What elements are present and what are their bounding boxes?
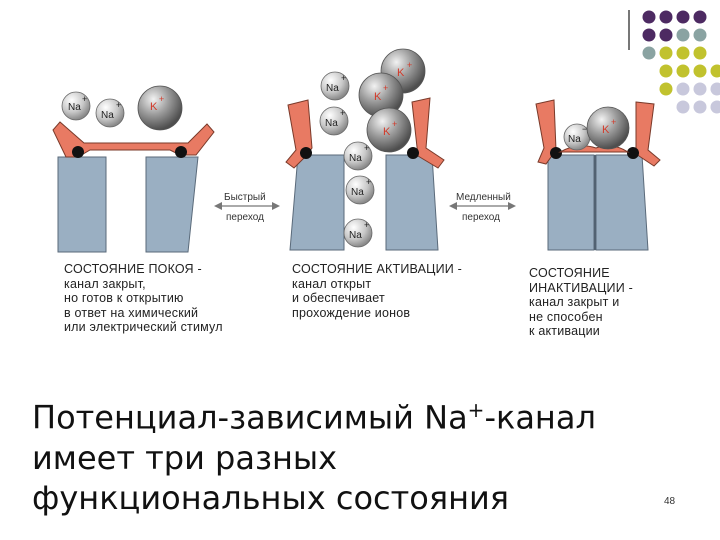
ion-label: Na [351, 187, 364, 198]
ion-label: K [150, 101, 158, 113]
slide-title: Потенциал-зависимый Na+-канал имеет три … [32, 390, 596, 518]
caption-line: СОСТОЯНИЕ АКТИВАЦИИ - [292, 262, 463, 276]
caption-line: канал закрыт и [529, 295, 620, 309]
gate-hinge-right [175, 146, 187, 158]
na-ion: Na + [343, 218, 373, 248]
ion-charge: + [341, 73, 346, 83]
ion-label: Na [568, 134, 581, 145]
caption-line: ИНАКТИВАЦИИ - [529, 280, 633, 295]
ion-charge: + [383, 83, 388, 93]
title-line-1: Потенциал-зависимый Na+-канал [32, 390, 596, 438]
transition-label: переход [462, 212, 500, 223]
ion-charge: + [82, 94, 87, 104]
ion-label: Na [349, 153, 362, 164]
ion-charge: + [611, 117, 616, 127]
na-ion: Na + [95, 98, 125, 128]
gate-hinge-right [407, 147, 419, 159]
transition-label: Медленный [456, 192, 511, 203]
k-ion: K + [137, 85, 183, 131]
caption-line: СОСТОЯНИЕ [529, 266, 610, 280]
title-text: Потенциал-зависимый Na [32, 398, 468, 437]
caption-line: или электрический стимул [64, 320, 223, 334]
ion-label: Na [326, 83, 339, 94]
caption-line: канал открыт [292, 276, 372, 291]
gate-hinge-right [627, 147, 639, 159]
activation-state-caption: СОСТОЯНИЕ АКТИВАЦИИ - канал открыт и обе… [292, 262, 462, 320]
na-ion: Na + [343, 141, 373, 171]
ion-label: Na [349, 230, 362, 241]
ion-label: Na [68, 102, 81, 113]
ion-label: K [383, 126, 391, 138]
caption-line: но готов к открытию [64, 291, 184, 305]
channel-wall-right [385, 154, 439, 251]
activation-gate-right [635, 101, 661, 167]
caption-line: прохождение ионов [292, 305, 411, 320]
title-line-2: имеет три разных [32, 438, 338, 477]
caption-line: СОСТОЯНИЕ ПОКОЯ - [64, 262, 202, 276]
title-line-3: функциональных состояния [32, 478, 510, 517]
gate-hinge-left [300, 147, 312, 159]
na-ion: Na + [320, 71, 350, 101]
page-number: 48 [664, 496, 676, 507]
caption-line: не способен [529, 309, 603, 324]
k-ion: K + [586, 106, 630, 150]
decor-divider-line [628, 10, 630, 50]
ion-charge: + [340, 108, 345, 118]
ion-charge: − [582, 124, 587, 134]
caption-line: и обеспечивает [292, 291, 385, 305]
caption-line: к активации [529, 324, 600, 338]
ion-charge: + [364, 143, 369, 153]
na-ion: Na + [61, 91, 91, 121]
activation-gate-left [535, 99, 557, 165]
caption-line: в ответ на химический [64, 305, 199, 320]
ion-charge: + [159, 94, 164, 104]
ion-charge: + [366, 177, 371, 187]
inactivated-channel [535, 99, 661, 251]
ion-label: Na [325, 118, 338, 129]
ion-label: K [602, 124, 610, 136]
gate-hinge-left [550, 147, 562, 159]
na-ion: Na − [563, 123, 591, 151]
k-ion: K + [358, 72, 404, 118]
resting-state-caption: СОСТОЯНИЕ ПОКОЯ - канал закрыт, но готов… [64, 262, 223, 335]
decor-dot-grid [642, 10, 720, 114]
inactivation-state-caption: СОСТОЯНИЕ ИНАКТИВАЦИИ - канал закрыт и н… [529, 266, 633, 339]
slow-transition: Медленный переход [449, 192, 516, 223]
ion-charge: + [116, 100, 121, 110]
ion-charge: + [407, 60, 412, 70]
open-channel [285, 97, 445, 251]
k-ion: K + [366, 107, 412, 153]
gate-hinge-left [72, 146, 84, 158]
na-ion: Na + [319, 106, 349, 136]
channel-wall-left [289, 154, 345, 251]
fast-transition: Быстрый переход [214, 192, 280, 223]
ion-charge: + [392, 119, 397, 129]
channel-wall-left [547, 154, 595, 251]
resting-channel [52, 121, 215, 253]
channel-wall-left [57, 156, 107, 253]
title-superscript: + [467, 398, 485, 422]
ion-label: K [374, 91, 382, 103]
transition-label: переход [226, 212, 264, 223]
channel-states-diagram: Na + Na + K + Быстрый переход [52, 48, 661, 253]
title-text: -канал [484, 398, 596, 437]
channel-wall-right [145, 156, 199, 253]
ion-label: Na [101, 110, 114, 121]
caption-line: канал закрыт, [64, 276, 146, 291]
channel-wall-right [595, 154, 649, 251]
ion-label: K [397, 67, 405, 79]
transition-label: Быстрый [224, 192, 266, 203]
na-ion: Na + [345, 175, 375, 205]
ion-charge: + [364, 220, 369, 230]
